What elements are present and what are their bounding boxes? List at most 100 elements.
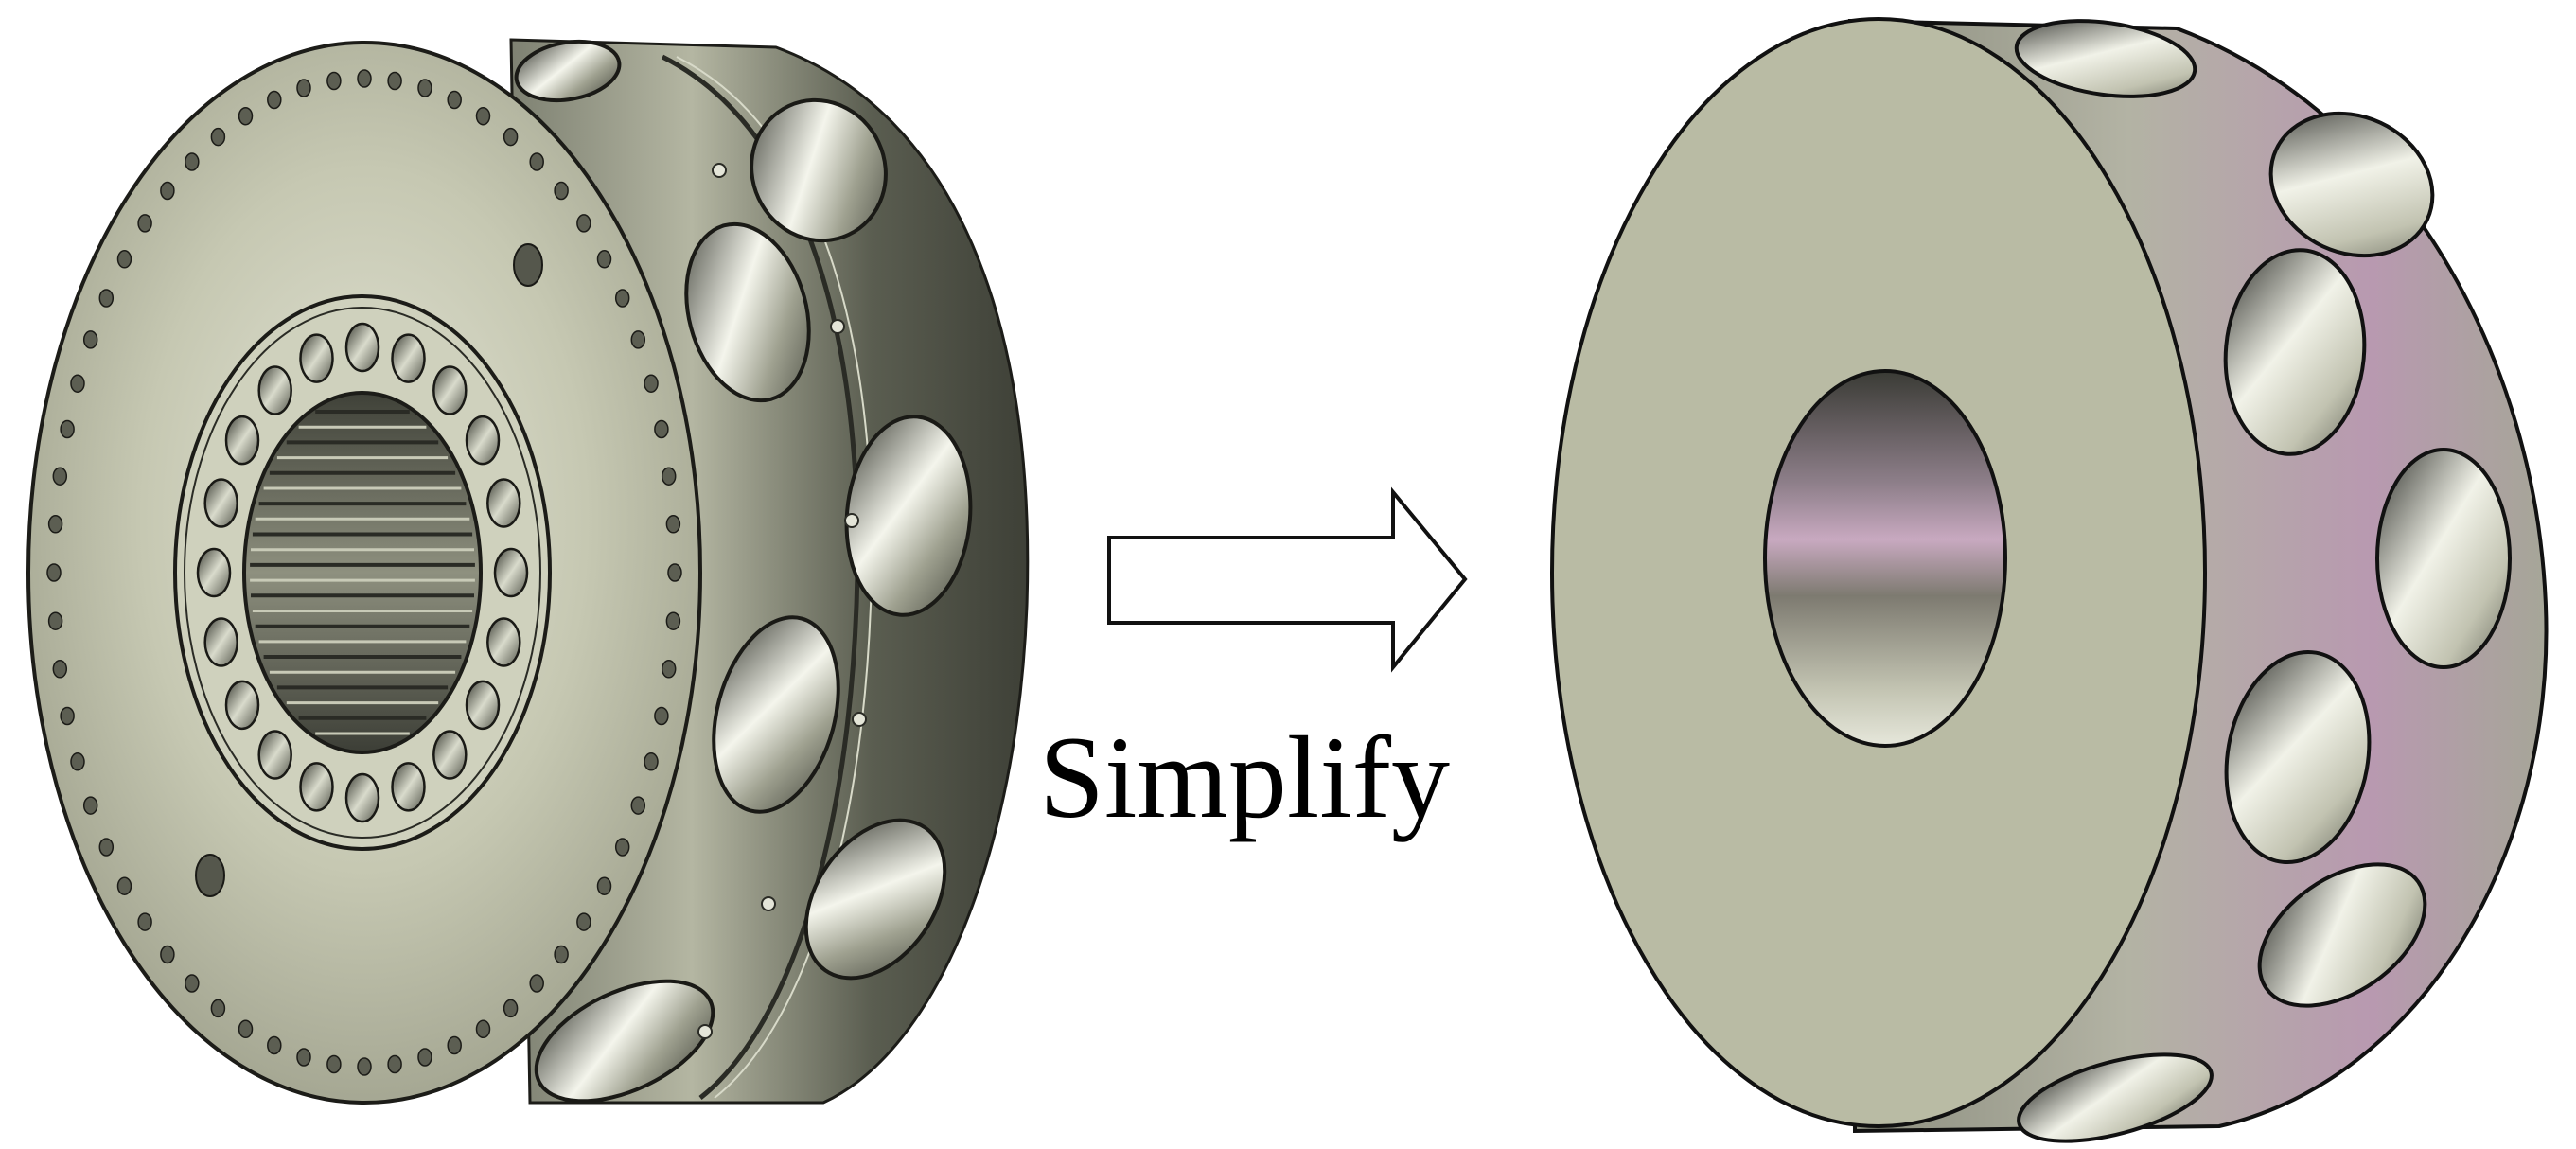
bolt-hole xyxy=(357,1057,372,1076)
simplified-rotor-side-holes xyxy=(2014,19,2512,1143)
bolt-hole xyxy=(98,289,115,308)
bolt-hole xyxy=(60,706,75,726)
bolt-hole xyxy=(47,515,63,534)
bolt-hole xyxy=(82,330,98,349)
bolt-hole xyxy=(98,838,115,857)
bolt-hole xyxy=(503,127,519,147)
detailed-rotor-hub-holes xyxy=(196,322,529,823)
hub-hole xyxy=(299,333,334,383)
hub-hole xyxy=(391,333,426,383)
hub-hole xyxy=(257,730,292,780)
bolt-hole xyxy=(644,752,659,771)
bolt-hole xyxy=(210,127,226,147)
bolt-hole xyxy=(665,611,681,630)
hub-hole xyxy=(257,365,292,415)
bolt-hole xyxy=(661,660,677,679)
bolt-hole xyxy=(116,250,132,269)
bolt-hole xyxy=(116,876,132,895)
bolt-hole xyxy=(185,152,200,171)
bolt-hole xyxy=(576,912,591,931)
hub-hole xyxy=(493,547,529,598)
bolt-hole xyxy=(630,330,646,349)
hub-hole xyxy=(203,478,238,528)
bolt-hole xyxy=(70,752,85,771)
bolt-hole xyxy=(644,374,659,393)
detailed-rotor-face-hole xyxy=(195,854,225,897)
bolt-hole xyxy=(596,250,612,269)
hub-hole xyxy=(486,617,521,667)
bolt-hole xyxy=(417,79,432,97)
bolt-hole xyxy=(357,69,372,88)
bolt-hole xyxy=(267,1035,282,1055)
bolt-hole xyxy=(554,181,569,201)
bolt-hole xyxy=(160,945,175,964)
detailed-rotor-model xyxy=(26,38,1030,1105)
detailed-rotor-spline-bore xyxy=(242,391,483,754)
simplified-rotor-model xyxy=(1550,17,2549,1143)
bolt-hole xyxy=(46,563,62,582)
bolt-hole xyxy=(654,706,669,726)
bolt-hole xyxy=(529,152,544,171)
hub-hole xyxy=(432,730,468,780)
bolt-hole xyxy=(60,419,75,439)
bolt-hole xyxy=(210,999,226,1018)
bolt-hole xyxy=(296,79,311,97)
bolt-hole xyxy=(326,71,342,91)
bolt-hole xyxy=(447,90,462,110)
bolt-hole xyxy=(614,838,630,857)
bolt-hole xyxy=(326,1054,342,1074)
bolt-hole xyxy=(630,796,646,815)
bolt-hole xyxy=(137,912,152,931)
hub-hole xyxy=(432,365,468,415)
bolt-hole xyxy=(387,71,402,91)
bolt-hole xyxy=(70,374,85,393)
hub-hole xyxy=(344,772,380,823)
hub-hole xyxy=(224,415,260,466)
bolt-hole xyxy=(554,945,569,964)
bolt-hole xyxy=(267,90,282,110)
hub-hole xyxy=(344,322,380,373)
hub-hole xyxy=(486,478,521,528)
detailed-rotor-face-hole xyxy=(513,243,543,287)
bolt-hole xyxy=(52,660,68,679)
bolt-hole xyxy=(387,1054,402,1074)
bolt-hole xyxy=(667,563,682,582)
bolt-hole xyxy=(475,1019,491,1039)
bolt-hole xyxy=(665,515,681,534)
hub-hole xyxy=(196,547,232,598)
bolt-hole xyxy=(417,1048,432,1067)
bolt-hole xyxy=(503,999,519,1018)
hub-hole xyxy=(203,617,238,667)
arrow-right-icon xyxy=(1107,486,1468,673)
bolt-hole xyxy=(160,181,175,201)
detailed-rotor-pins xyxy=(697,163,867,1039)
bolt-hole xyxy=(185,974,200,993)
bolt-hole xyxy=(576,214,591,233)
hub-hole xyxy=(224,680,260,731)
bolt-hole xyxy=(137,214,152,233)
hub-hole xyxy=(299,762,334,812)
detailed-rotor-bolt-ring xyxy=(46,69,682,1076)
bolt-hole xyxy=(654,419,669,439)
hub-hole xyxy=(465,680,501,731)
bolt-hole xyxy=(238,1019,254,1039)
detailed-rotor-spline-teeth xyxy=(250,410,475,735)
bolt-hole xyxy=(447,1035,462,1055)
hub-hole xyxy=(391,762,426,812)
bolt-hole xyxy=(52,467,68,486)
detailed-rotor-hub-inner-ring xyxy=(184,307,541,839)
bolt-hole xyxy=(47,611,63,630)
bolt-hole xyxy=(238,106,254,126)
bolt-hole xyxy=(661,467,677,486)
hub-hole xyxy=(465,415,501,466)
bolt-hole xyxy=(596,876,612,895)
bolt-hole xyxy=(475,106,491,126)
simplified-rotor-bore xyxy=(1763,369,2007,748)
detailed-rotor-side-holes xyxy=(514,39,973,1104)
bolt-hole xyxy=(529,974,544,993)
bolt-hole xyxy=(82,796,98,815)
bolt-hole xyxy=(614,289,630,308)
bolt-hole xyxy=(296,1048,311,1067)
